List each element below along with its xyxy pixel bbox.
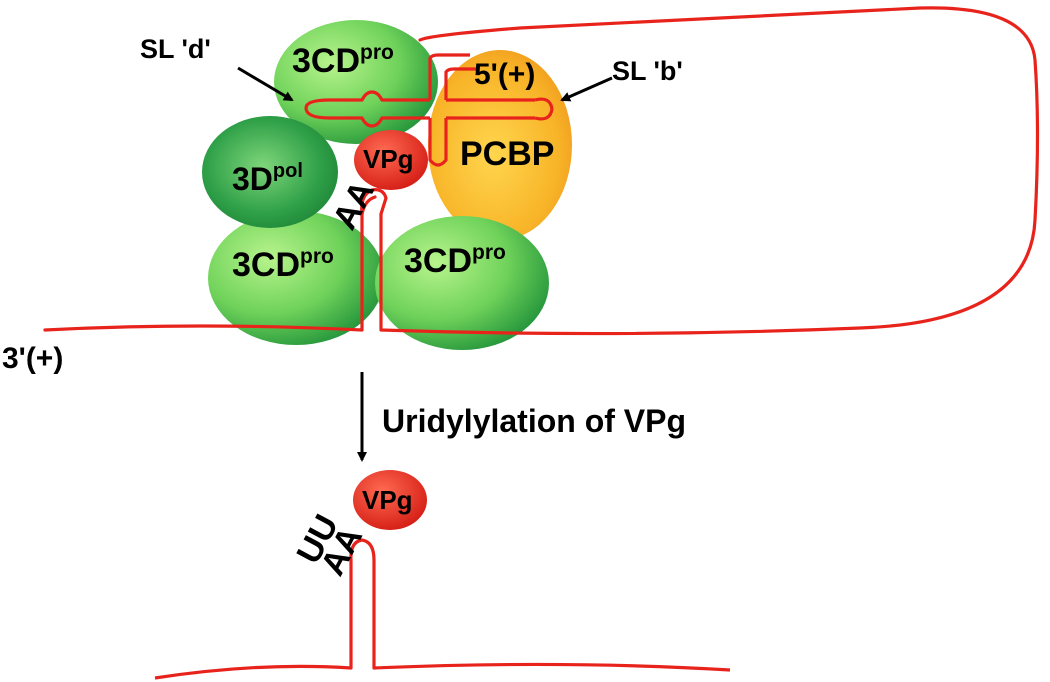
label-step: Uridylylation of VPg (382, 403, 686, 439)
label-3cd-top-sup: pro (360, 41, 394, 64)
label-3cd-right-base: 3CD (404, 242, 472, 280)
label-vpg-bottom: VPg (362, 485, 413, 515)
label-three-prime: 3'(+) (2, 342, 63, 375)
rna-strand-top (43, 6, 1040, 336)
protein-3cd-left (208, 211, 384, 345)
label-sl-b: SL 'b' (612, 56, 683, 86)
label-3cd-right: 3CDpro (404, 241, 506, 280)
label-vpg-top: VPg (363, 144, 414, 174)
label-3cd-left: 3CDpro (232, 245, 334, 284)
label-3cd-right-sup: pro (472, 241, 506, 264)
rna-strand-bottom (154, 538, 731, 680)
cloverleaf-rna (304, 53, 554, 167)
protein-3cd-right (375, 216, 549, 350)
protein-vpg-top (354, 130, 428, 190)
protein-3cd-top (274, 20, 438, 144)
arrow-sl-b (560, 76, 613, 102)
label-five-prime: 5'(+) (474, 58, 535, 91)
label-pcbp: PCBP (460, 135, 554, 173)
label-3cd-top: 3CDpro (292, 41, 394, 80)
label-3cd-left-base: 3CD (232, 246, 300, 284)
protein-pcbp (428, 50, 572, 240)
label-3cd-top-base: 3CD (292, 42, 360, 80)
protein-vpg-bottom (353, 470, 427, 530)
label-sl-d: SL 'd' (140, 34, 211, 64)
arrow-sl-d (237, 66, 294, 102)
label-3cd-left-sup: pro (300, 245, 334, 268)
label-3d-pol-sup: pol (273, 160, 303, 182)
label-3d-pol-base: 3D (232, 161, 273, 197)
label-3d-pol: 3Dpol (232, 160, 303, 197)
protein-3d-pol (202, 116, 338, 228)
